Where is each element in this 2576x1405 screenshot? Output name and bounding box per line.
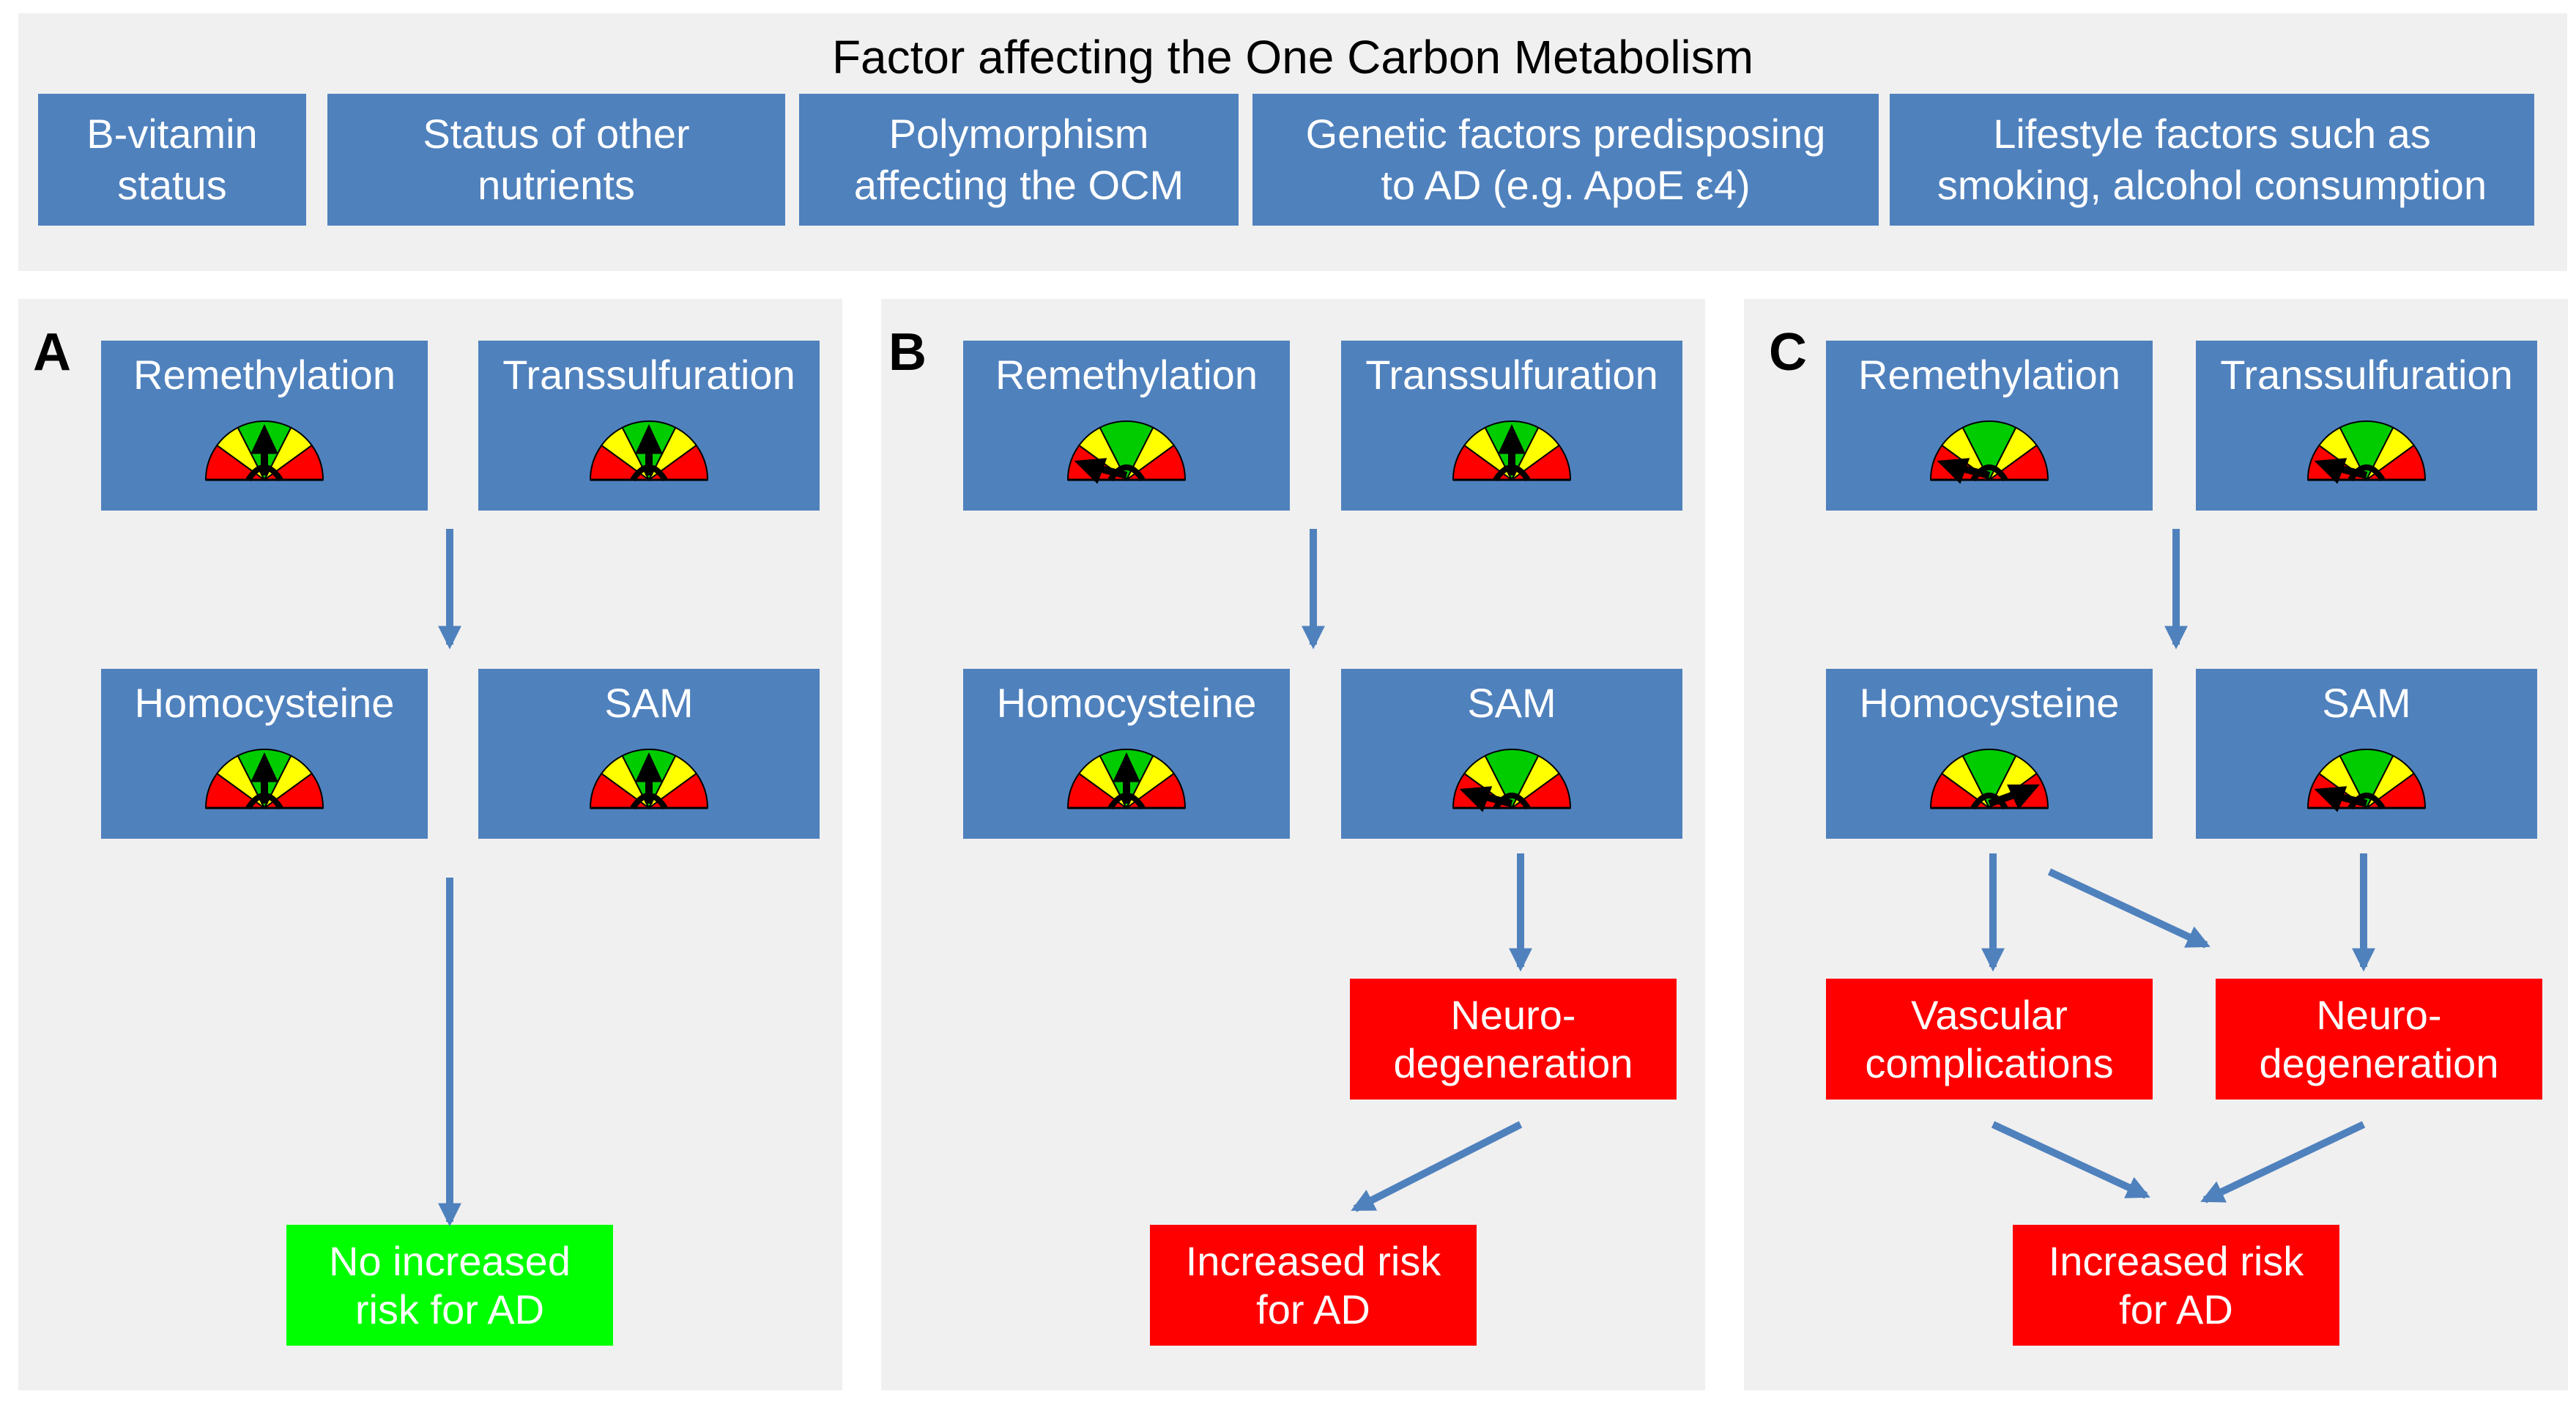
gauge-label: Transsulfuration	[502, 352, 795, 398]
gauge-box-homocysteine: Homocysteine	[101, 669, 428, 839]
gauge-label: Transsulfuration	[2220, 352, 2513, 398]
gauge-dial-icon	[1452, 420, 1572, 482]
gauge-dial-icon	[2306, 749, 2427, 812]
factor-genetic: Genetic factors predisposing to AD (e.g.…	[1252, 94, 1879, 226]
factor-polymorphism: Polymorphism affecting the OCM	[799, 94, 1239, 226]
gauge-dial-icon	[1452, 749, 1572, 812]
arrow	[2047, 868, 2211, 949]
arrow	[2200, 1121, 2366, 1204]
gauge-box-remethylation: Remethylation	[1826, 341, 2153, 511]
gauge-label: SAM	[2322, 680, 2411, 726]
gauge-box-sam: SAM	[1341, 669, 1682, 839]
gauge-label: SAM	[604, 680, 694, 726]
gauge-label: SAM	[1467, 680, 1556, 726]
gauge-box-sam: SAM	[478, 669, 820, 839]
outcome-increased-risk: Increased risk for AD	[1150, 1225, 1477, 1346]
gauge-label: Remethylation	[1858, 352, 2120, 398]
gauge-label: Homocysteine	[996, 680, 1257, 726]
gauge-dial-icon	[589, 749, 709, 810]
gauge-box-transsulfuration: Transsulfuration	[2196, 341, 2537, 511]
gauge-label: Transsulfuration	[1365, 352, 1658, 398]
gauge-label: Remethylation	[995, 352, 1258, 398]
panel-letter-c: C	[1769, 323, 1807, 382]
gauge-dial-icon	[2306, 420, 2427, 484]
outcome-vascular-complications: Vascular complications	[1826, 979, 2153, 1100]
gauge-dial-icon	[1066, 420, 1187, 484]
gauge-box-transsulfuration: Transsulfuration	[1341, 341, 1682, 511]
gauge-dial-icon	[1066, 749, 1187, 810]
gauge-label: Homocysteine	[134, 680, 395, 726]
gauge-dial-icon	[204, 420, 324, 482]
outcome-neurodegeneration: Neuro- degeneration	[2216, 979, 2542, 1100]
gauge-box-sam: SAM	[2196, 669, 2537, 839]
gauge-dial-icon	[1929, 420, 2049, 484]
gauge-dial-icon	[204, 749, 324, 810]
panel-letter-b: B	[888, 323, 927, 382]
outcome-increased-risk: Increased risk for AD	[2013, 1225, 2339, 1346]
arrow	[1991, 1121, 2150, 1199]
gauge-label: Remethylation	[133, 352, 396, 398]
gauge-dial-icon	[589, 420, 709, 482]
factor-other-nutrients: Status of other nutrients	[327, 94, 785, 226]
diagram-title: Factor affecting the One Carbon Metaboli…	[831, 31, 1754, 84]
gauge-box-remethylation: Remethylation	[101, 341, 428, 511]
panel-letter-a: A	[33, 323, 71, 382]
gauge-label: Homocysteine	[1859, 680, 2120, 726]
gauge-box-remethylation: Remethylation	[963, 341, 1290, 511]
gauge-dial-icon	[1929, 749, 2049, 810]
gauge-box-homocysteine: Homocysteine	[963, 669, 1290, 839]
factor-lifestyle: Lifestyle factors such as smoking, alcoh…	[1890, 94, 2534, 226]
gauge-box-homocysteine: Homocysteine	[1826, 669, 2153, 839]
factor-b-vitamin-status: B-vitamin status	[38, 94, 306, 226]
arrow	[1351, 1121, 1523, 1212]
outcome-no-increased-risk: No increased risk for AD	[286, 1225, 613, 1346]
gauge-box-transsulfuration: Transsulfuration	[478, 341, 820, 511]
outcome-neurodegeneration: Neuro- degeneration	[1350, 979, 1677, 1100]
